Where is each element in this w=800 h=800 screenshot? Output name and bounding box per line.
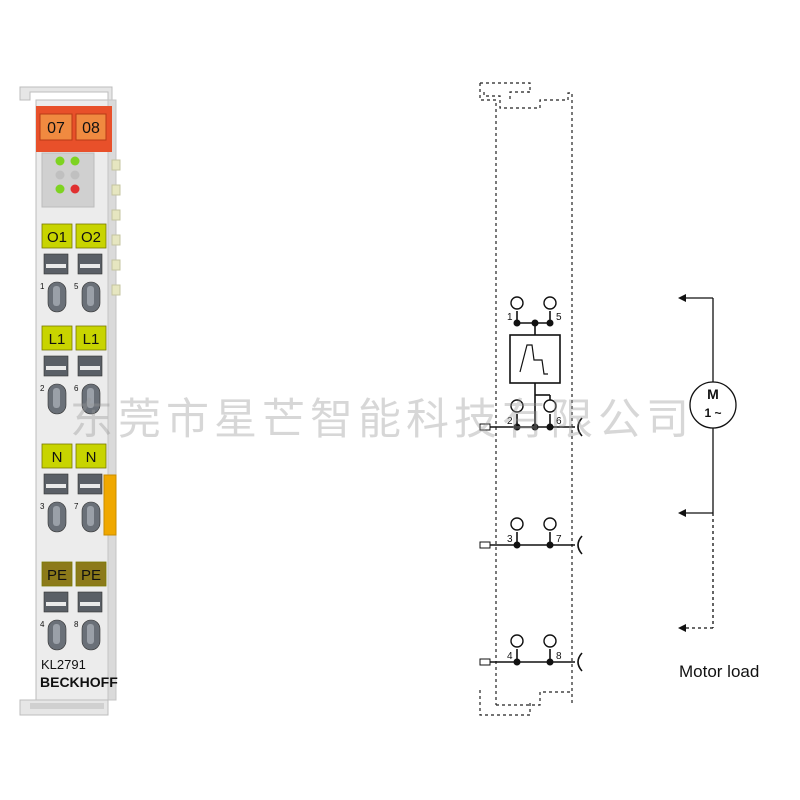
terminal-label: O2 <box>81 229 101 246</box>
pin-number: 6 <box>556 416 562 427</box>
terminal-row: L1 2 L1 6 <box>40 325 107 415</box>
top-clip <box>19 86 113 101</box>
pin-number: 2 <box>507 416 513 427</box>
terminal-label-plate <box>75 561 107 587</box>
terminal-point <box>510 399 524 413</box>
terminal-label-plate <box>41 223 73 249</box>
junction-dot <box>513 541 521 549</box>
terminal-label: PE <box>47 567 67 584</box>
led-window <box>41 152 95 208</box>
terminal-label-plate <box>41 325 73 351</box>
junction-dot <box>513 319 521 327</box>
junction-dot <box>546 541 554 549</box>
terminal-label: L1 <box>83 331 100 348</box>
pin-number: 3 <box>40 502 45 511</box>
arrow-icon <box>678 294 686 302</box>
status-led <box>70 184 80 194</box>
terminal-label-plate <box>41 443 73 469</box>
motor-symbol: M <box>707 386 719 402</box>
power-contact <box>103 474 117 536</box>
pin-number: 6 <box>74 384 79 393</box>
top-label-right: 08 <box>82 120 100 137</box>
arrow-icon <box>678 624 686 632</box>
terminal-label-plate <box>75 443 107 469</box>
terminal-rows: O1 1 O2 5L1 2 L1 6N 3 N 7PE 4 PE 8 <box>40 223 107 651</box>
arrow-icon <box>678 509 686 517</box>
wiring-schematic: 1 5 2 6 3 7 4 8 M 1 ~ <box>440 0 800 800</box>
pin-number: 5 <box>74 282 79 291</box>
terminal-label-plate <box>75 325 107 351</box>
junction-dot <box>513 423 521 431</box>
motor-wiring <box>680 297 737 629</box>
terminal-label: PE <box>81 567 101 584</box>
top-label-left: 07 <box>47 120 65 137</box>
status-led <box>70 156 80 166</box>
junction-dot <box>513 658 521 666</box>
pin-number: 4 <box>40 620 45 629</box>
pin-number: 4 <box>507 651 513 662</box>
status-led <box>70 170 80 180</box>
terminal-row: PE 4 PE 8 <box>40 561 107 651</box>
terminal-label: L1 <box>49 331 66 348</box>
outline-top <box>480 82 531 93</box>
model-number: KL2791 <box>41 657 86 672</box>
terminal-point <box>510 634 524 648</box>
pin-number: 2 <box>40 384 45 393</box>
pin-number: 3 <box>507 534 513 545</box>
pin-number: 5 <box>556 312 562 323</box>
pin-number: 8 <box>556 651 562 662</box>
status-led <box>55 170 65 180</box>
terminal-point <box>543 399 557 413</box>
led-grid <box>55 156 80 194</box>
pin-number: 8 <box>74 620 79 629</box>
status-led <box>55 156 65 166</box>
motor-load-caption: Motor load <box>679 662 760 681</box>
status-led <box>55 184 65 194</box>
pin-number: 7 <box>74 502 79 511</box>
junction-dot <box>546 658 554 666</box>
terminal-row: O1 1 O2 5 <box>40 223 107 313</box>
terminal-point <box>543 634 557 648</box>
terminal-module-drawing: 07 08 O1 1 O2 5L1 2 L1 6N 3 N 7PE 4 PE 8 KL2791 BECK… <box>19 86 121 716</box>
terminal-point <box>543 296 557 310</box>
schematic-drawing: 1 5 2 6 3 7 4 8 M 1 ~ <box>479 82 737 716</box>
pin-number: 1 <box>507 312 513 323</box>
pin-number: 7 <box>556 534 562 545</box>
terminal-label-plate <box>41 561 73 587</box>
terminal-label-plate <box>75 223 107 249</box>
terminal-point <box>510 296 524 310</box>
junction-dot <box>546 423 554 431</box>
junction-dot <box>546 319 554 327</box>
motor-phase: 1 ~ <box>704 406 721 420</box>
terminal-point <box>510 517 524 531</box>
terminal-label: N <box>52 449 63 466</box>
terminal-label: O1 <box>47 229 67 246</box>
terminal-label: N <box>86 449 97 466</box>
brand-name: BECKHOFF <box>40 674 118 690</box>
terminal-point <box>543 517 557 531</box>
schematic-wires <box>479 311 583 672</box>
schematic-pins: 1 5 2 6 3 7 4 8 <box>507 296 562 666</box>
pin-number: 1 <box>40 282 45 291</box>
terminal-row: N 3 N 7 <box>40 443 107 533</box>
